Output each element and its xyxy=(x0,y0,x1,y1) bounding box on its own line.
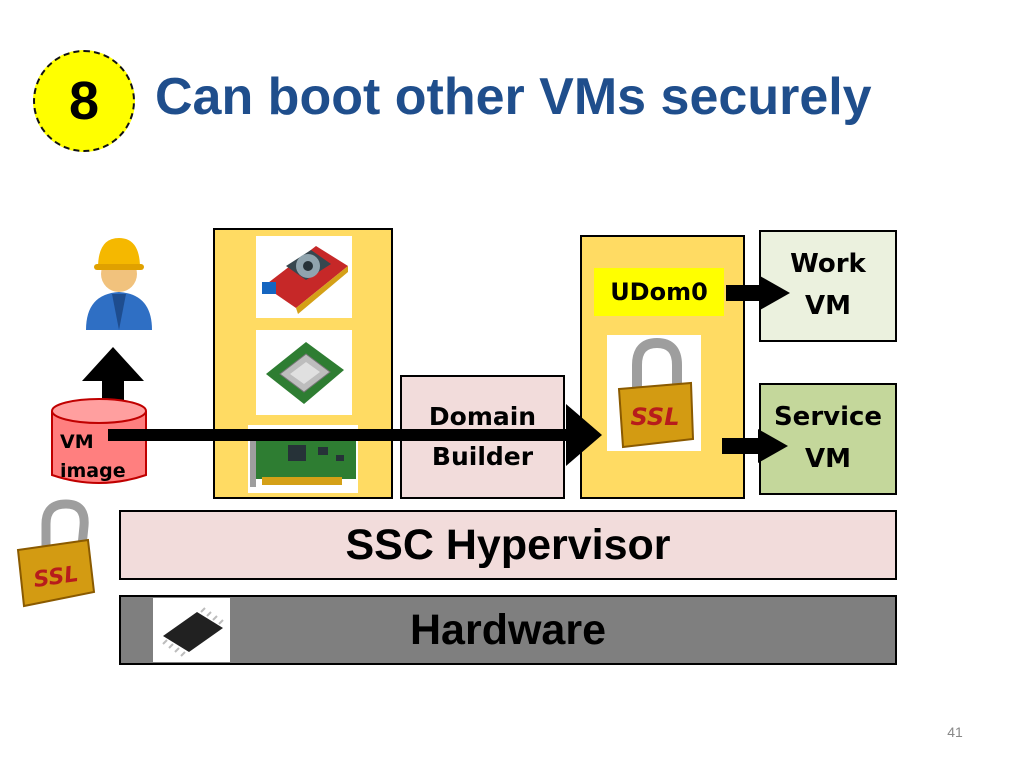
vm-image-to-udom0-arrow xyxy=(108,400,602,470)
hardware-bar: Hardware xyxy=(119,595,897,665)
work-vm-box: Work VM xyxy=(759,230,897,342)
user-icon xyxy=(78,230,160,334)
service-vm-label-line1: Service xyxy=(773,402,883,433)
service-vm-label-line2: VM xyxy=(805,444,851,474)
udom0-label: UDom0 xyxy=(594,268,724,316)
work-vm-label-line1: Work xyxy=(790,249,866,280)
padlock-ssl-text: SSL xyxy=(630,403,679,431)
vm-image-label: VM image xyxy=(60,431,126,482)
cpu-icon xyxy=(256,330,352,415)
up-arrow xyxy=(82,347,144,439)
chip-icon xyxy=(153,598,230,662)
padlock-ssl-text: SSL xyxy=(32,562,80,593)
service-vm-box: Service VM xyxy=(759,383,897,495)
slide-title: Can boot other VMs securely xyxy=(155,68,872,126)
graphics-card-icon xyxy=(256,236,352,318)
domain-builder-label-line2: Builder xyxy=(431,442,534,471)
slide-number: 41 xyxy=(947,724,963,740)
udom0-to-service-vm-arrow xyxy=(722,429,788,463)
step-badge: 8 xyxy=(33,50,135,152)
disk-cylinder-icon xyxy=(49,397,149,489)
work-vm-label-line2: VM xyxy=(804,291,851,321)
domain-builder-label-line1: Domain xyxy=(428,402,537,431)
udom0-to-work-vm-arrow xyxy=(726,276,790,310)
hardware-label: Hardware xyxy=(410,605,606,654)
padlock-icon: SSL xyxy=(607,335,701,451)
step-number: 8 xyxy=(68,71,100,131)
padlock-icon: SSL xyxy=(14,496,96,610)
ssc-hypervisor-bar: SSC Hypervisor xyxy=(119,510,897,580)
